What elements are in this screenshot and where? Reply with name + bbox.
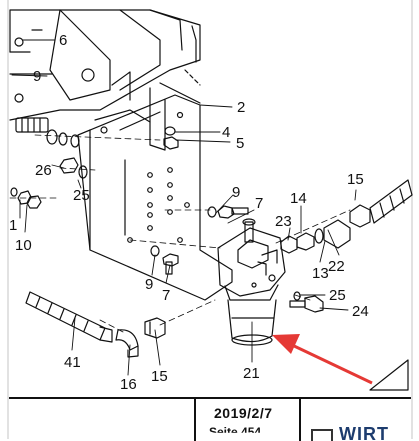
callout-6: 6 [59,32,67,49]
right-frame-border [411,0,413,439]
lower-hose-assembly [25,291,166,358]
callout-14: 14 [290,190,307,207]
left-frame-border [7,0,9,439]
callout-9-top: 9 [33,68,41,85]
callout-16: 16 [120,376,137,393]
brand-logo: WIRT [309,427,419,441]
callout-1: 1 [9,217,17,234]
callout-41: 41 [64,354,81,371]
right-bolts [289,291,324,313]
callout-23: 23 [275,213,292,230]
left-fasteners [10,117,88,209]
callout-7-low: 7 [162,287,170,304]
callout-2: 2 [237,99,245,116]
callout-7-mid: 7 [255,195,263,212]
callout-labels: 6 9 2 4 5 26 25 1 10 9 7 14 15 23 13 22 … [9,32,369,393]
title-block-divider-1 [194,399,196,441]
callout-15-right: 15 [347,171,364,188]
callout-10: 10 [15,237,32,254]
title-block: 2019/2/7 Seite 454 WIRT [9,397,411,441]
mounting-bracket-2 [77,82,233,301]
callout-26: 26 [35,162,52,179]
callout-15-low: 15 [151,368,168,385]
highlight-arrow [272,334,373,385]
machine-frame [9,9,201,121]
callout-9-low: 9 [145,276,153,293]
logo-mark-icon [311,429,333,441]
right-fittings [280,179,413,254]
callout-13: 13 [312,265,329,282]
filter-assembly-21 [217,218,286,346]
document-date: 2019/2/7 [214,405,273,421]
callout-22: 22 [328,258,345,275]
callout-24: 24 [352,303,369,320]
callout-25-right: 25 [329,287,346,304]
exploded-parts-drawing: 6 9 2 4 5 26 25 1 10 9 7 14 15 23 13 22 … [9,9,413,393]
callout-21: 21 [243,365,260,382]
callout-25-left: 25 [73,187,90,204]
callout-4: 4 [222,124,230,141]
mid-fasteners [150,126,249,275]
title-block-divider-2 [299,399,301,441]
sheet-corner [369,359,409,391]
page-number-fragment: Seite 454 [209,425,262,439]
callout-5: 5 [236,135,244,152]
callout-9-mid: 9 [232,184,240,201]
logo-text: WIRT [339,427,389,441]
assembly-axes [9,134,351,334]
